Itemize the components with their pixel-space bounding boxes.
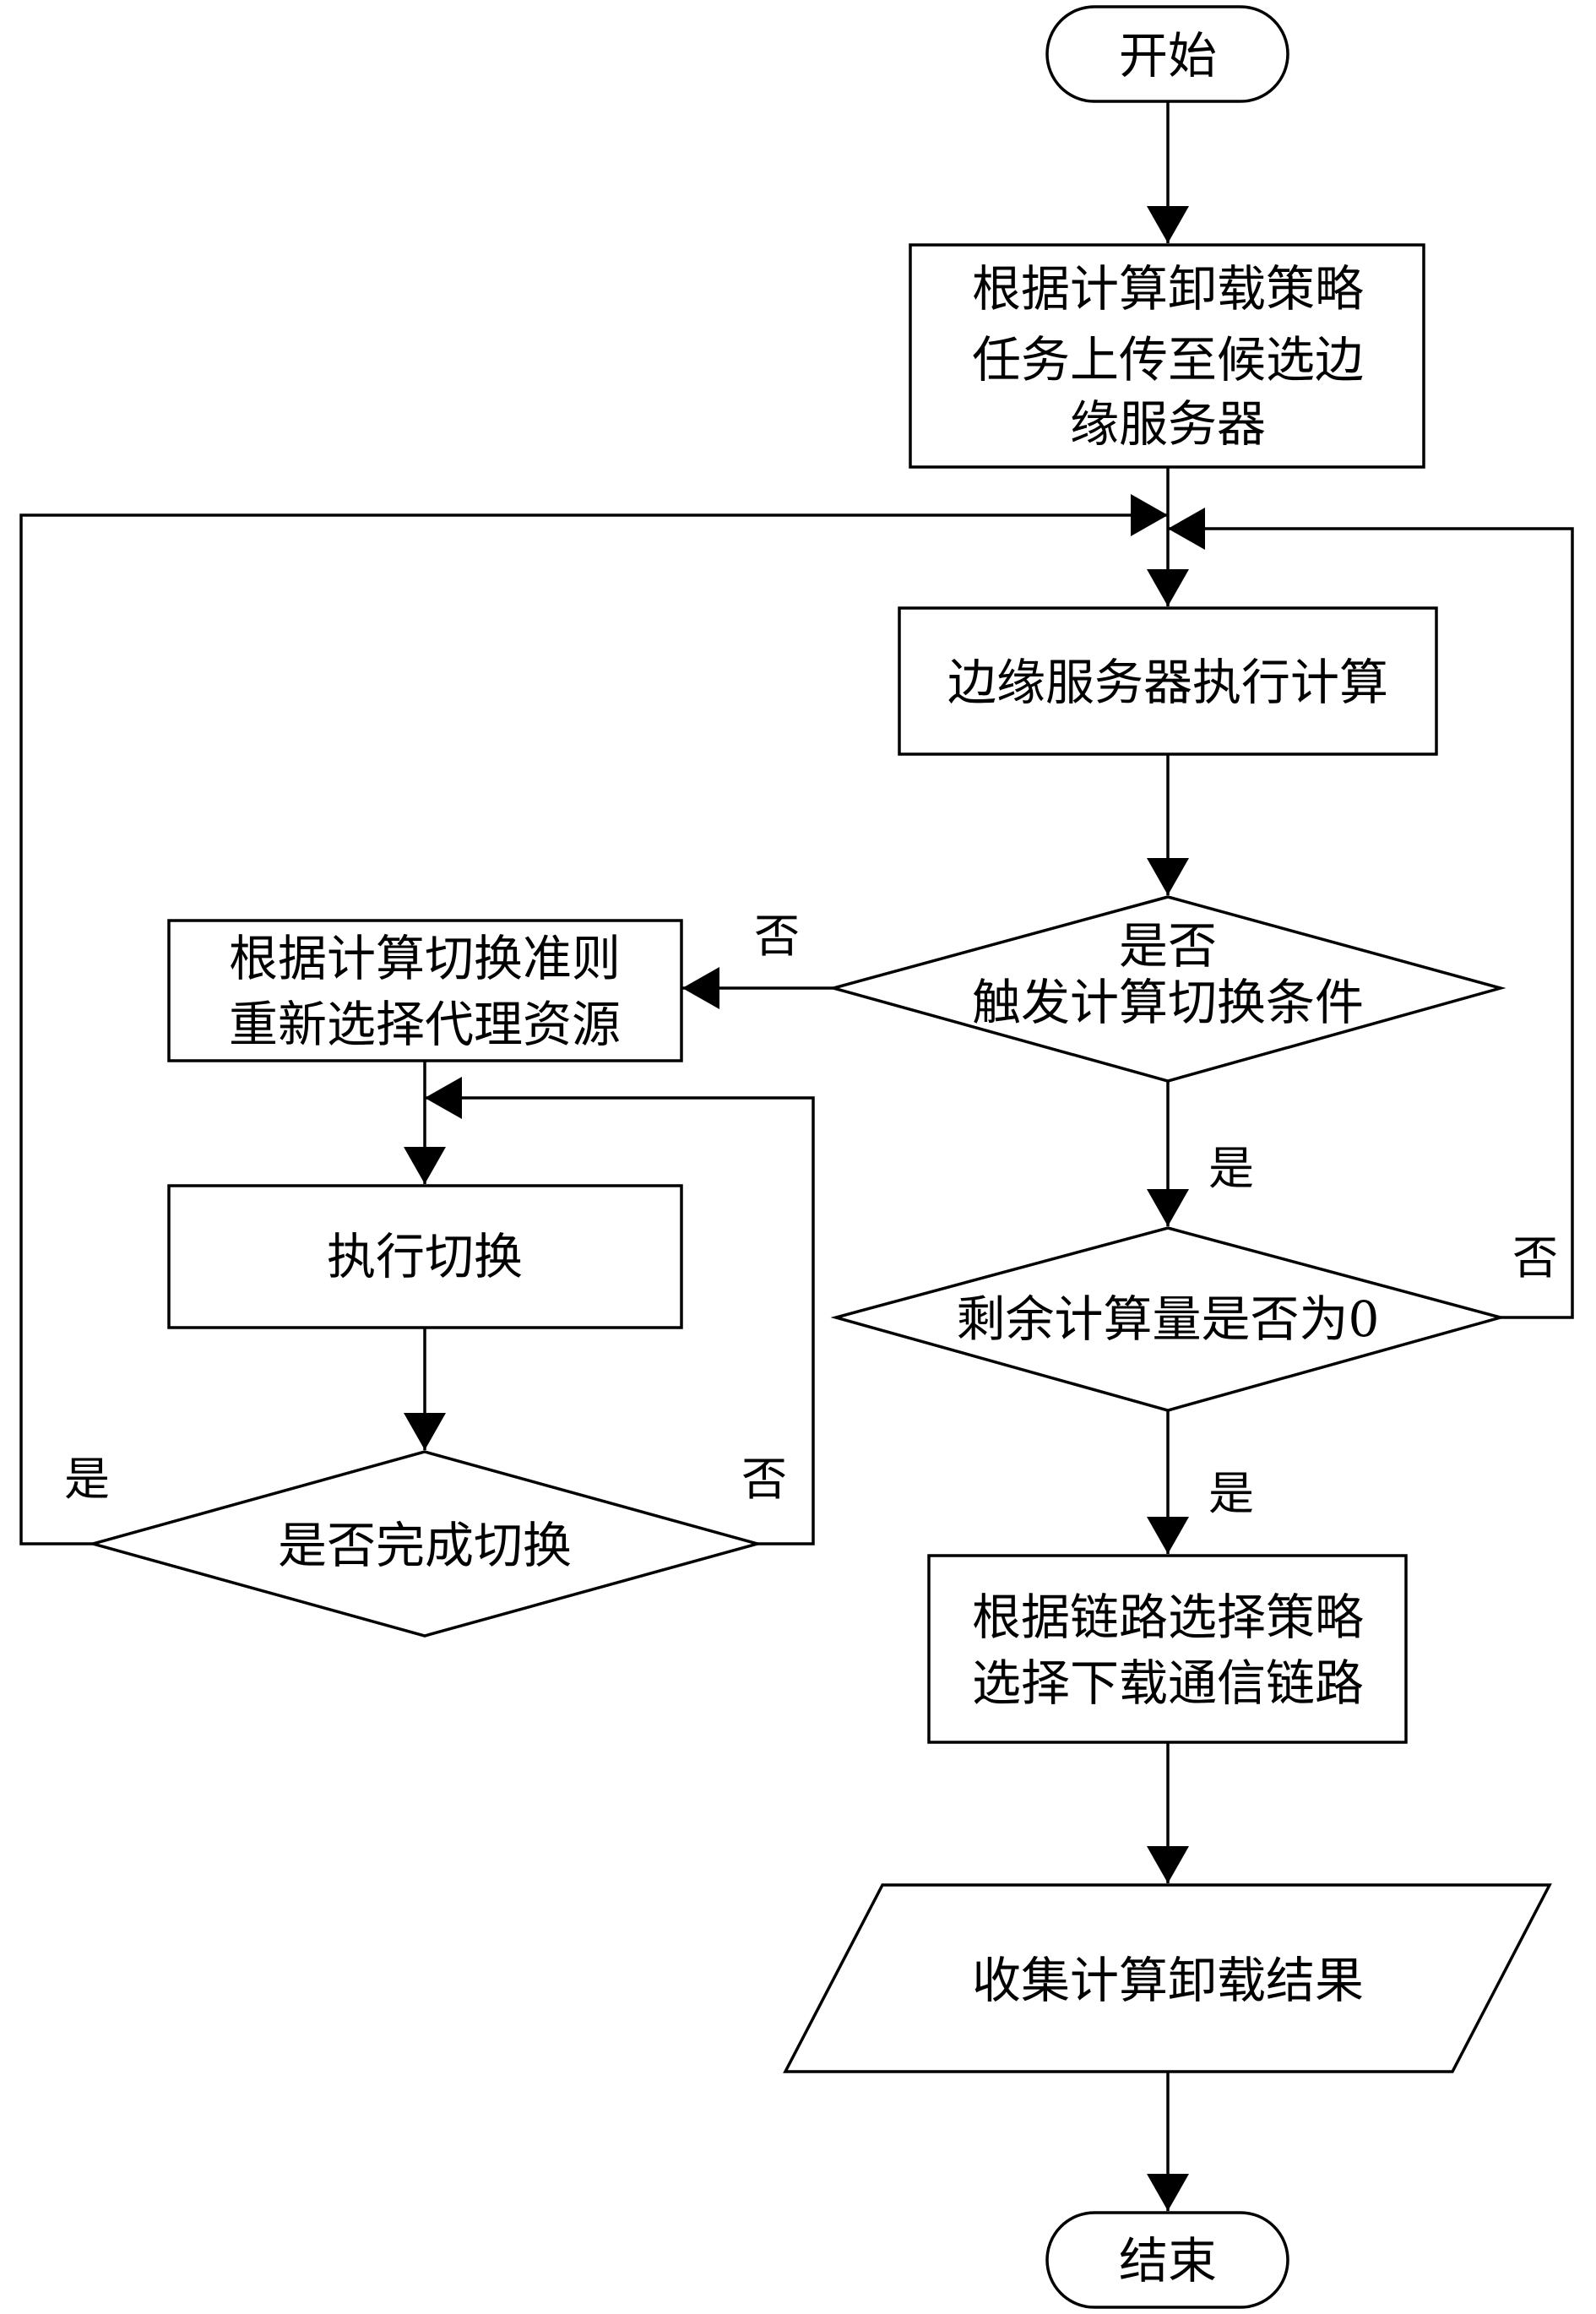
trigger-decision: 是否 触发计算切换条件 — [828, 895, 1506, 1083]
switch-done-decision: 是否完成切换 — [87, 1450, 763, 1638]
upload-line-2: 任务上传至候选边 — [972, 331, 1364, 388]
edge-switch-no-loopback — [425, 1077, 815, 1545]
label-remaining-no: 否 — [1512, 1231, 1558, 1285]
start-terminal: 开始 — [1045, 5, 1289, 103]
end-terminal: 结束 — [1045, 2211, 1289, 2309]
upload-line-1: 根据计算卸载策略 — [972, 260, 1364, 318]
switch-done-label: 是否完成切换 — [278, 1517, 572, 1574]
label-remaining-yes: 是 — [1208, 1467, 1254, 1520]
execute-process: 边缘服务器执行计算 — [898, 606, 1438, 756]
trigger-line-2: 触发计算切换条件 — [972, 974, 1364, 1031]
reselect-line-2: 重新选择代理资源 — [229, 996, 621, 1053]
do-switch-label: 执行切换 — [327, 1228, 523, 1285]
collect-io: 收集计算卸载结果 — [783, 1883, 1552, 2073]
trigger-line-1: 是否 — [1119, 917, 1217, 975]
end-label: 结束 — [1119, 2232, 1217, 2290]
edge-switch-yes-loopback — [19, 494, 1168, 1545]
link-line-1: 根据链路选择策略 — [972, 1589, 1364, 1646]
reselect-line-1: 根据计算切换准则 — [229, 930, 621, 987]
upload-line-3: 缘服务器 — [1070, 395, 1266, 453]
remaining-decision: 剩余计算量是否为0 — [830, 1226, 1506, 1412]
start-label: 开始 — [1119, 27, 1217, 84]
edge-remaining-no-loopback — [1168, 508, 1574, 1319]
label-switch-no: 否 — [741, 1453, 787, 1506]
label-trigger-yes: 是 — [1208, 1142, 1254, 1195]
collect-label: 收集计算卸载结果 — [972, 1952, 1364, 2009]
remaining-label: 剩余计算量是否为0 — [957, 1290, 1380, 1348]
label-switch-yes: 是 — [64, 1453, 110, 1506]
link-process: 根据链路选择策略 选择下载通信链路 — [927, 1554, 1408, 1744]
upload-process: 根据计算卸载策略 任务上传至候选边 缘服务器 — [909, 243, 1425, 469]
link-line-2: 选择下载通信链路 — [972, 1654, 1364, 1712]
do-switch-process: 执行切换 — [167, 1184, 683, 1329]
execute-label: 边缘服务器执行计算 — [947, 654, 1388, 711]
reselect-process: 根据计算切换准则 重新选择代理资源 — [167, 919, 683, 1062]
label-trigger-no: 否 — [754, 910, 800, 963]
